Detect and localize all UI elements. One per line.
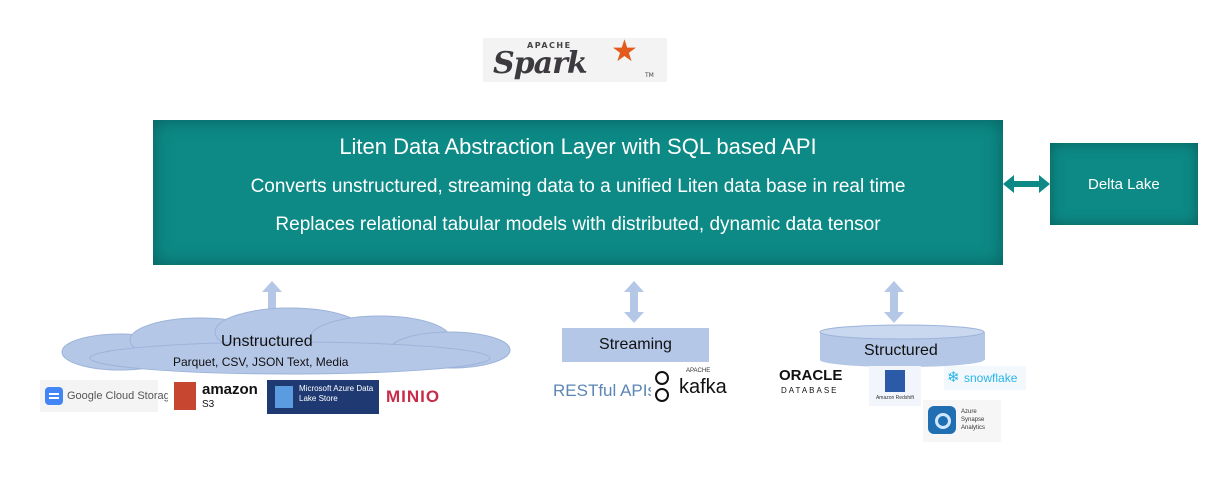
apache-spark-logo: APACHE Spark ★ TM <box>483 34 667 82</box>
google-cloud-storage-logo: Google Cloud Storage <box>40 380 176 412</box>
snowflake-text: snowflake <box>964 371 1018 385</box>
minio-logo: MINIO <box>386 387 458 407</box>
oracle-text: ORACLE <box>779 367 843 384</box>
structured-cylinder <box>819 324 985 367</box>
azure-data-lake-logo: Microsoft Azure Data Lake Store <box>267 380 379 414</box>
azure-lake-label: Microsoft Azure Data Lake Store <box>299 384 374 403</box>
kafka-text: kafka <box>679 376 727 398</box>
spark-star-icon: ★ <box>611 34 638 69</box>
structured-title: Structured <box>864 342 938 359</box>
kafka-apache-text: APACHE <box>686 368 711 374</box>
streaming-double-arrow <box>624 281 644 323</box>
streaming-box: Streaming <box>562 328 709 362</box>
abstraction-layer-title: Liten Data Abstraction Layer with SQL ba… <box>339 134 817 159</box>
delta-lake-label: Delta Lake <box>1088 176 1160 193</box>
unstructured-title: Unstructured <box>221 333 313 350</box>
structured-double-arrow <box>884 281 904 323</box>
oracle-database-logo: ORACLE DATABASE <box>777 367 851 399</box>
snowflake-logo: ❄ snowflake <box>944 366 1026 390</box>
delta-lake-box: Delta Lake <box>1050 143 1198 225</box>
kafka-logo: APACHE kafka <box>651 366 733 406</box>
restful-apis-text: RESTful APIs <box>553 381 656 400</box>
redshift-label: Amazon Redshift <box>875 395 915 401</box>
synapse-label: Azure Synapse Analytics <box>961 409 986 431</box>
spark-apache-text: APACHE <box>527 41 572 50</box>
redshift-icon <box>885 370 905 392</box>
abstraction-layer-box: Liten Data Abstraction Layer with SQL ba… <box>153 120 1003 265</box>
amazon-redshift-logo: Amazon Redshift <box>869 366 921 406</box>
s3-amazon-text: amazon <box>202 381 258 398</box>
gcs-label: Google Cloud Storage <box>67 390 176 402</box>
gcs-icon <box>45 387 63 405</box>
unstructured-cloud <box>61 307 511 375</box>
amazon-s3-logo: amazon S3 <box>168 378 258 414</box>
spark-wordmark: Spark <box>493 46 588 81</box>
delta-lake-double-arrow <box>1003 175 1050 193</box>
synapse-icon <box>928 406 956 434</box>
azure-synapse-logo: Azure Synapse Analytics <box>923 400 1001 442</box>
azure-lake-icon <box>275 386 293 408</box>
snowflake-icon: ❄ <box>947 369 960 386</box>
unstructured-subtitle: Parquet, CSV, JSON Text, Media <box>173 355 349 369</box>
abstraction-layer-line-3: Replaces relational tabular models with … <box>275 214 881 235</box>
oracle-database-text: DATABASE <box>781 386 839 395</box>
s3-label: S3 <box>202 399 215 410</box>
s3-bucket-icon <box>174 382 196 410</box>
spark-tm: TM <box>645 72 654 79</box>
minio-text: MINIO <box>386 387 441 406</box>
streaming-title: Streaming <box>599 336 672 353</box>
abstraction-layer-line-2: Converts unstructured, streaming data to… <box>250 176 906 197</box>
restful-apis-logo: RESTful APIs <box>553 378 656 406</box>
